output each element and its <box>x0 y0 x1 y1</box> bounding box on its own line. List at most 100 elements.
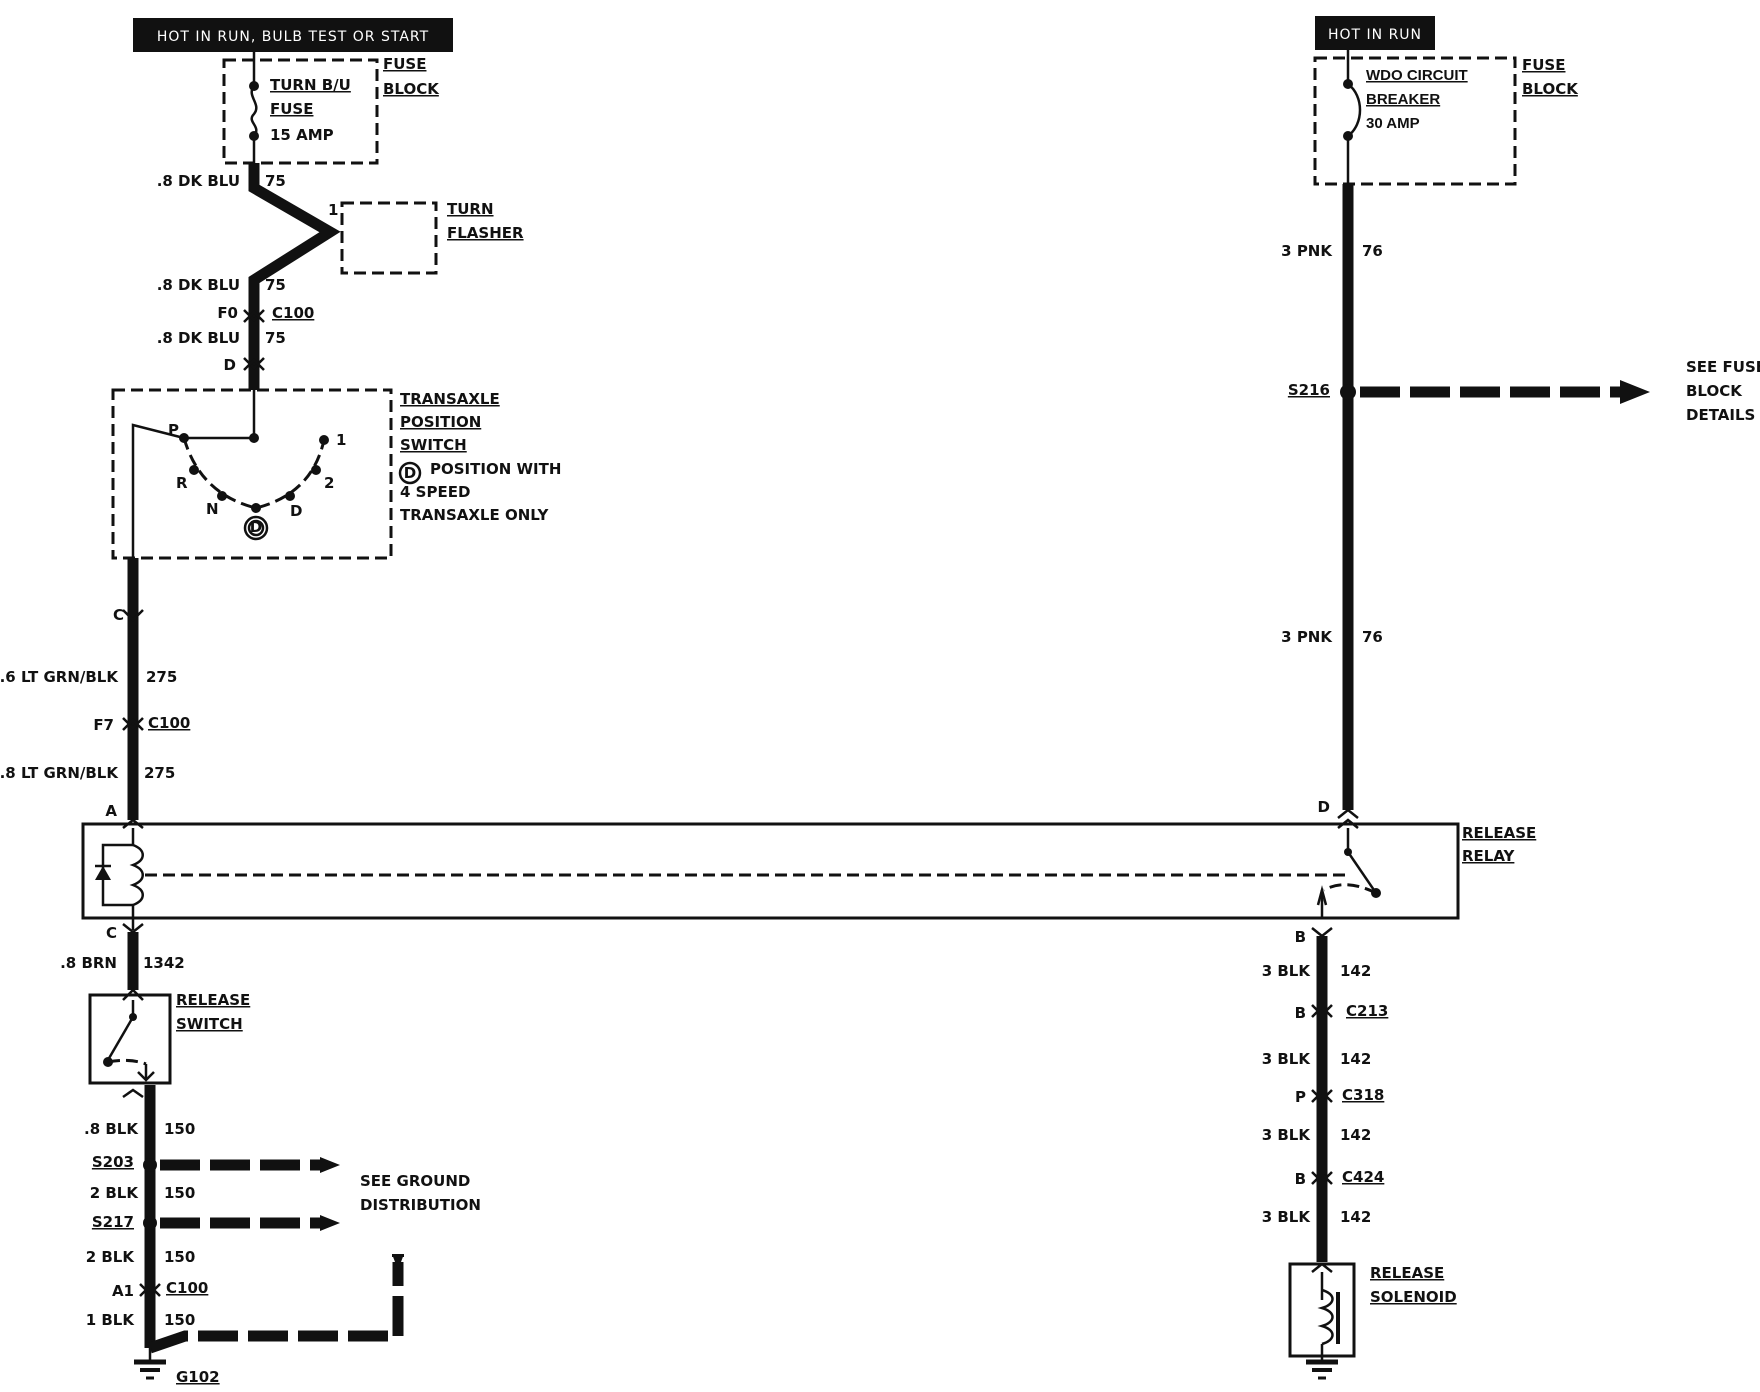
fuse-name-line1: TURN B/U <box>270 76 351 94</box>
switch-label-1: TRANSAXLE <box>400 390 500 408</box>
wire3-gauge: .8 DK BLU <box>157 329 240 347</box>
switch-note-3: TRANSAXLE ONLY <box>400 506 549 524</box>
pos-d: D <box>290 502 302 520</box>
wire3-circuit-right: 142 <box>1340 962 1371 980</box>
wire3-gauge-right: 3 BLK <box>1262 962 1312 980</box>
right-header-text: HOT IN RUN <box>1328 27 1422 43</box>
switch-label-2: POSITION <box>400 413 481 431</box>
wire4-circuit: 275 <box>146 668 177 686</box>
ground-label: G102 <box>176 1368 220 1386</box>
wire1-circuit-right: 76 <box>1362 242 1383 260</box>
fuse-note-2: BLOCK <box>1686 382 1743 400</box>
wire7-gauge: .8 BLK <box>84 1120 139 1138</box>
wire7-circuit: 150 <box>164 1120 195 1138</box>
wire8-circuit: 150 <box>164 1184 195 1202</box>
flasher-label-2: FLASHER <box>447 224 524 242</box>
conn3-pin-right: B <box>1295 1170 1306 1188</box>
switch-note-2: 4 SPEED <box>400 483 470 501</box>
connector-d: D <box>224 356 265 374</box>
conn2-name-right: C318 <box>1342 1086 1384 1104</box>
left-header-text: HOT IN RUN, BULB TEST OR START <box>157 29 429 45</box>
release-switch-label-1: RELEASE <box>176 991 250 1009</box>
wire-275: C .6 LT GRN/BLK 275 F7 C100 .8 LT GRN/BL… <box>0 558 190 820</box>
conn4-pin: F7 <box>93 716 114 734</box>
wire-76: 3 PNK 76 S216 SEE FUSE BLOCK DETAILS 3 P… <box>1281 184 1760 819</box>
transaxle-position-switch: P R N D D 2 1 TRANSAXLE POSITION SWITCH … <box>111 388 561 560</box>
relay-pin-d: D <box>1318 798 1330 816</box>
release-relay: RELEASE RELAY <box>81 818 1536 934</box>
wire5-gauge: .8 LT GRN/BLK <box>0 764 119 782</box>
switch-note-symbol: D <box>404 464 416 482</box>
conn2-pin-right: P <box>1295 1088 1306 1106</box>
conn1-pin-right: B <box>1295 1004 1306 1022</box>
right-fuse-block: WDO CIRCUIT BREAKER 30 AMP FUSE BLOCK <box>1313 50 1579 186</box>
wire-150: .8 BLK 150 S203 2 BLK 150 S217 SEE GROUN… <box>84 1085 481 1354</box>
breaker-rating: 30 AMP <box>1366 115 1420 132</box>
relay-label-1: RELEASE <box>1462 824 1536 842</box>
conn5-pin: A1 <box>112 1282 134 1300</box>
wire-1342: C .8 BRN 1342 <box>60 924 185 990</box>
wire8-gauge: 2 BLK <box>90 1184 140 1202</box>
wire5-gauge-right: 3 BLK <box>1262 1126 1312 1144</box>
turn-flasher: 1 TURN FLASHER <box>328 200 524 275</box>
splice-s217: S217 <box>92 1213 134 1231</box>
ground-note-1: SEE GROUND <box>360 1172 470 1190</box>
ground-note-2: DISTRIBUTION <box>360 1196 481 1214</box>
conn1-name-right: C213 <box>1346 1002 1388 1020</box>
conn3-name-right: C424 <box>1342 1168 1384 1186</box>
wire10-gauge: 1 BLK <box>86 1311 136 1329</box>
splice-s216: S216 <box>1288 381 1330 399</box>
relay-pin-a: A <box>105 802 117 820</box>
conn2-pin: D <box>224 356 236 374</box>
left-header: HOT IN RUN, BULB TEST OR START <box>133 18 453 52</box>
wire6-gauge-right: 3 BLK <box>1262 1208 1312 1226</box>
release-solenoid: RELEASE SOLENOID <box>1288 1262 1457 1380</box>
right-fuse-block-label-1: FUSE <box>1522 56 1565 74</box>
splice-s203: S203 <box>92 1153 134 1171</box>
conn4-name: C100 <box>148 714 190 732</box>
fuse-rating: 15 AMP <box>270 126 334 144</box>
pos-1: 1 <box>336 431 346 449</box>
conn1-name: C100 <box>272 304 314 322</box>
left-fuse-block: TURN B/U FUSE 15 AMP FUSE BLOCK <box>222 52 440 165</box>
connector-c100-f0: F0 C100 <box>217 304 314 323</box>
wire2-circuit: 75 <box>265 276 286 294</box>
wire6-gauge: .8 BRN <box>60 954 117 972</box>
wire3-circuit: 75 <box>265 329 286 347</box>
wire6-circuit-right: 142 <box>1340 1208 1371 1226</box>
wire5-circuit-right: 142 <box>1340 1126 1371 1144</box>
wire4-circuit-right: 142 <box>1340 1050 1371 1068</box>
wire1-gauge: .8 DK BLU <box>157 172 240 190</box>
relay-pin-b: B <box>1295 928 1306 946</box>
wire5-circuit: 275 <box>144 764 175 782</box>
pos-p: P <box>168 421 179 439</box>
pos-2: 2 <box>324 474 334 492</box>
wire2-gauge-right: 3 PNK <box>1281 628 1333 646</box>
conn1-pin: F0 <box>217 304 238 322</box>
wire6-circuit: 1342 <box>143 954 185 972</box>
wire2-gauge: .8 DK BLU <box>157 276 240 294</box>
wire10-circuit: 150 <box>164 1311 195 1329</box>
right-fuse-block-label-2: BLOCK <box>1522 80 1579 98</box>
wire4-gauge: .6 LT GRN/BLK <box>0 668 119 686</box>
breaker-name-1: WDO CIRCUIT <box>1366 67 1468 84</box>
pos-d-circled: D <box>250 518 262 536</box>
conn3-pin: C <box>113 606 124 624</box>
wire4-gauge-right: 3 BLK <box>1262 1050 1312 1068</box>
flasher-pin: 1 <box>328 201 338 219</box>
switch-note-1: POSITION WITH <box>430 460 561 478</box>
wire9-gauge: 2 BLK <box>86 1248 136 1266</box>
pos-n: N <box>206 500 219 518</box>
fuse-block-label-1: FUSE <box>383 55 426 73</box>
wire1-circuit: 75 <box>265 172 286 190</box>
conn5-name: C100 <box>166 1279 208 1297</box>
flasher-label-1: TURN <box>447 200 494 218</box>
solenoid-label-2: SOLENOID <box>1370 1288 1457 1306</box>
wire1-gauge-right: 3 PNK <box>1281 242 1333 260</box>
relay-pin-c: C <box>106 924 117 942</box>
pos-r: R <box>176 474 188 492</box>
fuse-block-label-2: BLOCK <box>383 80 440 98</box>
fuse-name-line2: FUSE <box>270 100 313 118</box>
right-header: HOT IN RUN <box>1315 16 1435 50</box>
